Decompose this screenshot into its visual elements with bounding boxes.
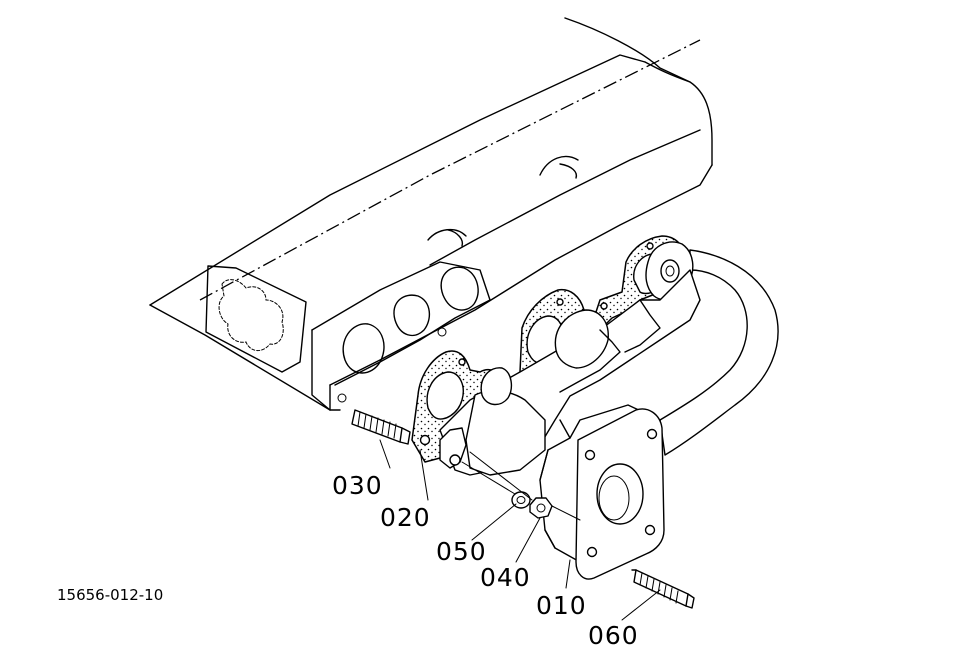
stud-bolt-030 xyxy=(351,409,411,445)
nut-040 xyxy=(529,497,553,519)
callout-010: 010 xyxy=(536,591,587,620)
callout-040: 040 xyxy=(480,563,531,592)
drawing-number: 15656-012-10 xyxy=(57,586,163,604)
stud-bolt-060 xyxy=(631,569,695,609)
exhaust-manifold xyxy=(439,241,779,580)
callout-050: 050 xyxy=(436,537,487,566)
callout-020: 020 xyxy=(380,503,431,532)
leader-lines xyxy=(379,439,661,621)
callout-060: 060 xyxy=(588,621,639,650)
engine-cylinder-head xyxy=(149,17,713,411)
assembly-lines xyxy=(461,451,581,521)
callout-030: 030 xyxy=(332,471,383,500)
